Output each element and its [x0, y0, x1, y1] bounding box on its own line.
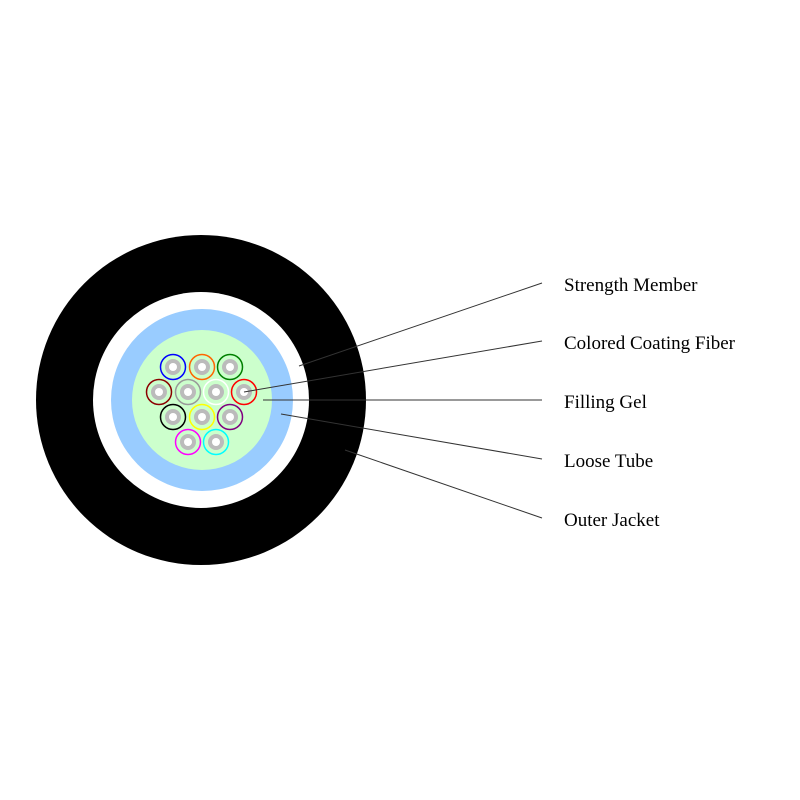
- leader-line-loose-tube: [280, 413, 543, 460]
- colored-fiber: [159, 403, 187, 431]
- colored-fiber: [174, 428, 202, 456]
- fiber-coating: [159, 403, 187, 431]
- fiber-core: [212, 438, 220, 446]
- fiber-coating: [202, 378, 230, 406]
- fiber-core: [198, 413, 206, 421]
- label-loose-tube: Loose Tube: [564, 451, 653, 472]
- fiber-core: [226, 363, 234, 371]
- fiber-coating: [202, 428, 230, 456]
- fiber-core: [184, 438, 192, 446]
- fiber-core: [212, 388, 220, 396]
- leader-line-outer-jacket: [344, 449, 543, 519]
- fiber-coating: [230, 378, 258, 406]
- colored-fiber: [174, 378, 202, 406]
- fiber-group: [145, 353, 258, 456]
- fiber-coating: [145, 378, 173, 406]
- fiber-core: [169, 413, 177, 421]
- fiber-core: [169, 363, 177, 371]
- label-outer-jacket: Outer Jacket: [564, 510, 660, 531]
- colored-fiber: [188, 353, 216, 381]
- fiber-core: [155, 388, 163, 396]
- leader-lines: [243, 282, 543, 519]
- leader-line-colored-coating-fiber: [243, 340, 543, 393]
- fiber-coating: [216, 353, 244, 381]
- colored-fiber: [188, 403, 216, 431]
- fiber-core: [226, 413, 234, 421]
- fiber-coating: [174, 378, 202, 406]
- leader-line-strength-member: [298, 282, 543, 367]
- fiber-coating: [188, 403, 216, 431]
- fiber-coating: [188, 353, 216, 381]
- colored-fiber: [216, 353, 244, 381]
- fiber-coating: [159, 353, 187, 381]
- label-strength-member: Strength Member: [564, 275, 698, 296]
- colored-fiber: [202, 428, 230, 456]
- colored-fiber: [202, 378, 230, 406]
- label-colored-coating-fiber: Colored Coating Fiber: [564, 333, 736, 354]
- fiber-core: [184, 388, 192, 396]
- colored-fiber: [159, 353, 187, 381]
- colored-fiber: [216, 403, 244, 431]
- colored-fiber: [145, 378, 173, 406]
- filling-gel: [132, 330, 272, 470]
- fiber-coating: [174, 428, 202, 456]
- fiber-core: [198, 363, 206, 371]
- fiber-coating: [216, 403, 244, 431]
- label-filling-gel: Filling Gel: [564, 392, 647, 413]
